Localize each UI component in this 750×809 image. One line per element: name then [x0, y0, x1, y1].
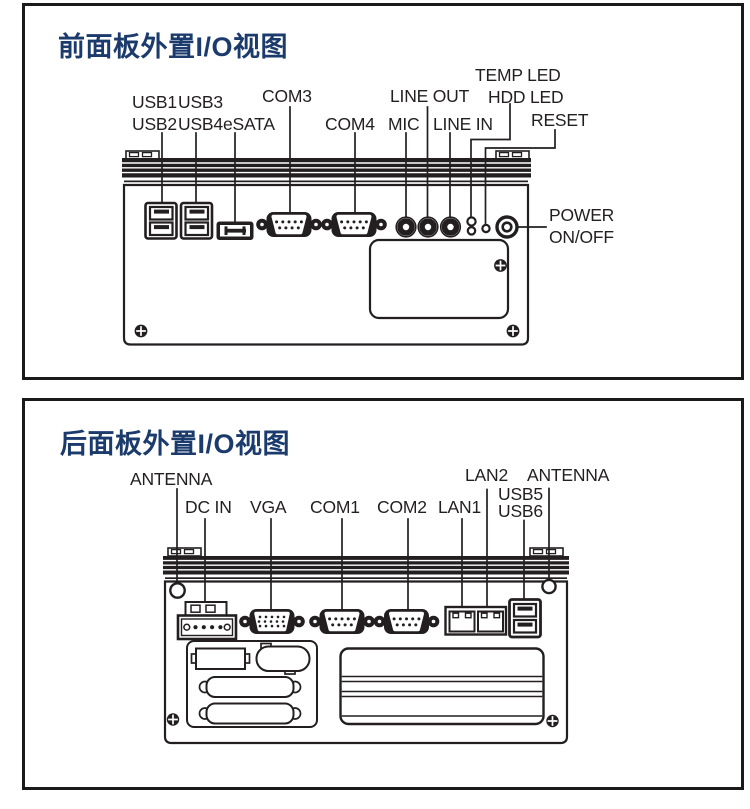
front-access-door — [368, 238, 510, 320]
line-out-jack-icon — [417, 216, 439, 238]
mounting-tab-right-icon — [529, 547, 564, 557]
label-line-out: LINE OUT — [390, 86, 470, 106]
knockout-plate — [186, 640, 318, 728]
label-hdd-led: HDD LED — [488, 87, 564, 107]
label-dc-in: DC IN — [185, 497, 232, 517]
front-chassis-drawing — [121, 103, 556, 346]
label-usb4: USB4 — [178, 114, 223, 134]
com3-port-icon — [256, 212, 322, 237]
expansion-slot-covers — [339, 647, 545, 726]
label-power: POWER — [549, 205, 615, 225]
label-reset: RESET — [531, 110, 589, 130]
label-com3: COM3 — [262, 86, 312, 106]
power-button-icon — [495, 215, 519, 239]
usb-port-3-4-icon — [179, 201, 214, 240]
com4-port-icon — [321, 212, 387, 237]
lan1-port-icon — [448, 610, 476, 633]
mic-jack-icon — [395, 216, 417, 238]
screw-icon — [494, 259, 507, 272]
lan2-port-icon — [477, 610, 504, 633]
mounting-tab-left-icon — [125, 150, 160, 160]
screw-icon — [506, 324, 520, 338]
esata-port-icon — [216, 221, 254, 240]
com1-port-icon — [309, 609, 375, 634]
heatsink-band — [121, 158, 532, 183]
label-vga: VGA — [250, 497, 287, 517]
mounting-tab-left-icon — [167, 547, 202, 557]
label-line-in: LINE IN — [433, 114, 493, 134]
screw-icon — [546, 714, 559, 728]
label-usb3: USB3 — [178, 92, 223, 112]
mounting-tab-right-icon — [495, 150, 530, 160]
heatsink-band — [162, 556, 570, 579]
label-usb2: USB2 — [132, 114, 177, 134]
dc-in-connector-icon — [176, 601, 238, 641]
label-power-onoff: ON/OFF — [549, 227, 614, 247]
label-usb6: USB6 — [498, 501, 543, 521]
hdd-led-icon — [466, 226, 477, 236]
antenna-hole-left-icon — [169, 582, 186, 599]
line-in-jack-icon — [439, 216, 462, 238]
usb-port-1-2-icon — [144, 201, 178, 240]
label-esata: eSATA — [223, 114, 275, 134]
label-com4: COM4 — [325, 114, 375, 134]
label-usb1: USB1 — [132, 92, 177, 112]
label-lan2: LAN2 — [465, 465, 508, 485]
label-com2: COM2 — [377, 497, 427, 517]
label-lan1: LAN1 — [438, 497, 481, 517]
temp-led-icon — [466, 216, 477, 227]
label-usb5: USB5 — [498, 484, 543, 504]
screw-icon — [134, 324, 148, 338]
com2-port-icon — [373, 609, 440, 634]
label-antenna-left: ANTENNA — [130, 469, 213, 489]
vga-connector-icon — [239, 609, 305, 634]
lan-port-block — [444, 605, 508, 636]
reset-button-icon — [481, 223, 491, 234]
screw-icon — [166, 713, 180, 726]
front-leader-lines — [161, 103, 556, 228]
label-com1: COM1 — [310, 497, 360, 517]
rear-chassis-drawing — [162, 487, 570, 745]
front-panel-title: 前面板外置I/O视图 — [58, 32, 289, 62]
antenna-hole-right-icon — [541, 578, 557, 595]
usb-port-5-6-icon — [508, 598, 542, 639]
label-antenna-right: ANTENNA — [527, 465, 610, 485]
rear-leader-lines — [176, 487, 550, 610]
label-temp-led: TEMP LED — [475, 65, 561, 85]
label-mic: MIC — [388, 114, 420, 134]
rear-panel-title: 后面板外置I/O视图 — [60, 429, 291, 459]
